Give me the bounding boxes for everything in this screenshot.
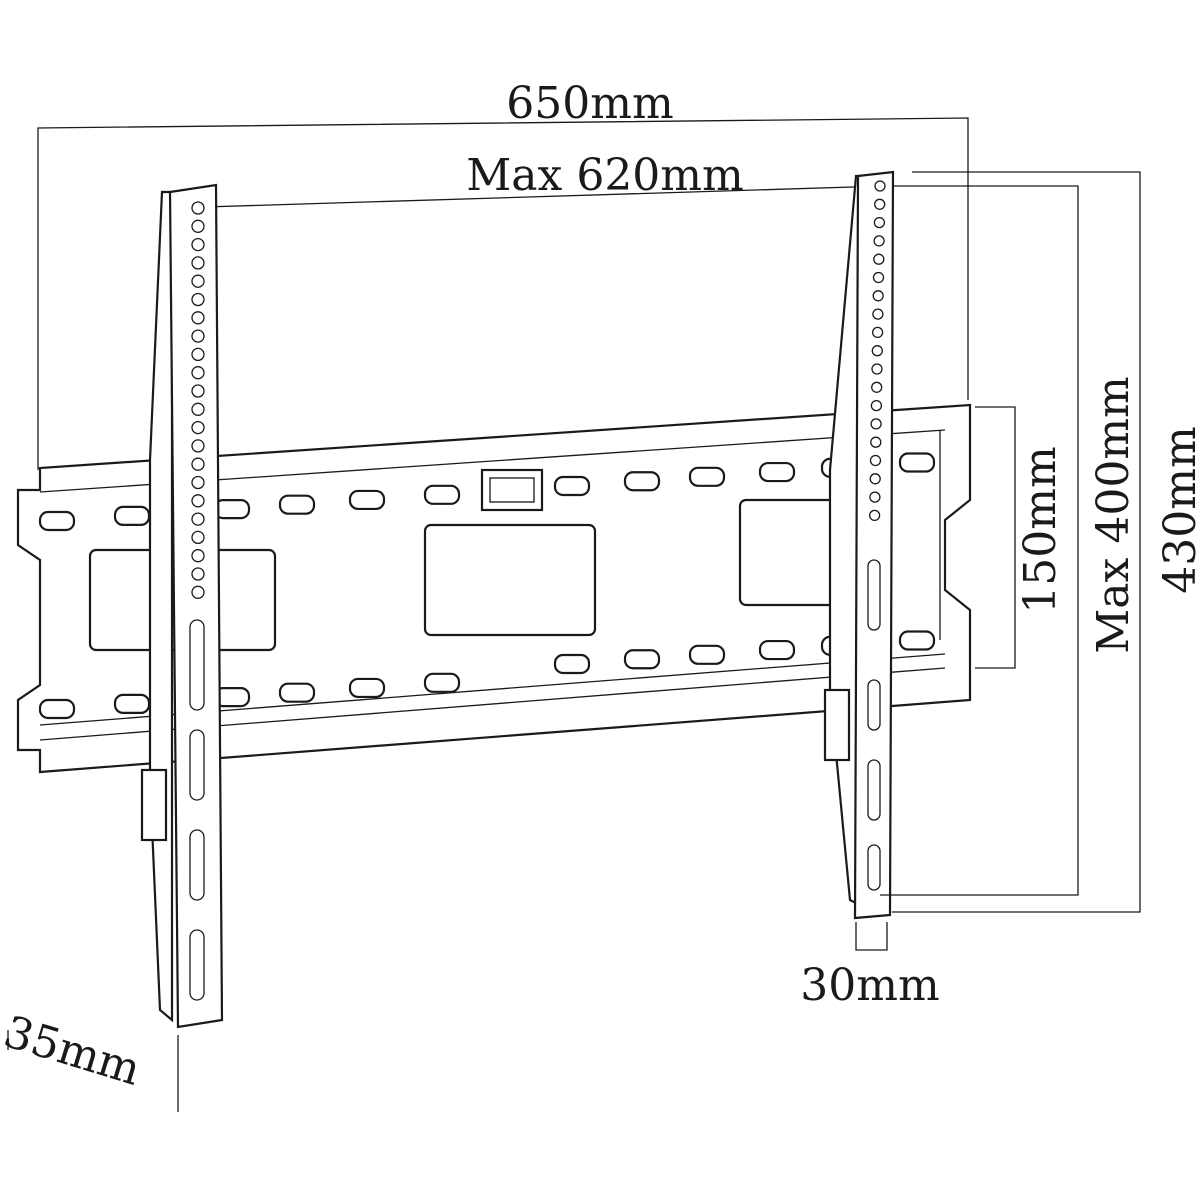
mount-slot [278,494,316,515]
max-hole-width-label: Max 620mm [466,150,744,201]
mount-slot [898,452,936,473]
mount-slot [898,630,936,651]
arm-hole [872,271,885,284]
arm-hole [191,420,205,435]
mount-slot [758,639,796,661]
arm-hole [191,274,205,288]
plate-height-dimension: 150mm [975,406,1066,669]
arm-hole [191,439,205,453]
arm-hole [191,201,205,215]
arm-slot [867,559,881,631]
arm-width-label: 30mm [800,960,939,1011]
arm-hole [191,219,205,233]
arm-slot [867,679,881,731]
mount-slot [758,461,796,483]
arm-hole [870,436,882,448]
arm-hole [191,366,205,380]
max-hole-width-dimension: Max 620mm [204,150,886,208]
arm-hole [873,235,885,247]
overall-height-label: 430mm [1155,426,1200,593]
arm-hole [191,530,205,545]
mount-slot [213,499,251,520]
arm-slot [189,729,205,801]
overall-height-dimension: 430mm [892,171,1200,913]
left-safety-latch [140,768,168,842]
mount-slot [623,471,661,492]
arm-hole [191,237,205,252]
plate-height-label: 150mm [1015,446,1066,613]
arm-hole [873,253,885,265]
mount-slot [278,682,316,703]
arm-hole [191,567,205,581]
overall-width-label: 650mm [506,78,673,129]
max-hole-height-label: Max 400mm [1088,376,1139,654]
wall-distance-dimension: 35mm [0,1006,179,1112]
mount-slot [423,484,461,505]
mount-slot [553,475,591,497]
mount-slot [623,649,661,670]
arm-hole [871,363,883,375]
arm-hole [870,418,882,430]
arm-slot [189,619,205,711]
arm-hole [191,475,205,490]
arm-hole [191,384,205,398]
arm-hole [874,180,886,192]
arm-hole [873,216,886,229]
arm-hole [872,308,884,320]
arm-hole [871,381,883,393]
right-safety-latch [823,688,851,762]
mount-slot [113,693,151,715]
arm-width-dimension: 30mm [800,922,940,1011]
arm-hole [191,329,205,343]
arm-hole [191,347,205,362]
mount-slot [553,653,591,675]
right-arm [823,170,895,920]
arm-hole [871,345,883,357]
max-hole-height-dimension: Max 400mm [880,185,1139,896]
mount-slot [688,644,726,665]
arm-hole [191,311,205,325]
arm-hole [191,585,205,599]
arm-hole [191,457,205,471]
arm-hole [869,491,881,503]
mount-slot [688,466,726,487]
arm-hole [871,326,884,339]
arm-hole [191,402,205,416]
arm-hole [191,512,205,526]
arm-slot [189,929,205,1001]
mount-slot [423,672,461,693]
mount-slot [113,505,151,526]
left-arm [140,183,224,1029]
mount-slot [38,698,76,720]
cutout-center [423,523,597,637]
mount-slot [348,489,386,511]
arm-hole [191,549,205,563]
arm-hole [191,256,205,270]
arm-hole [191,292,205,307]
arm-hole [869,473,881,485]
wall-plate [16,403,972,774]
arm-slot [189,829,205,901]
arm-hole [872,290,884,302]
arm-slot [867,844,881,891]
wall-distance-label: 35mm [0,1006,146,1096]
arm-hole [191,494,205,508]
arm-hole [868,509,881,522]
arm-hole [870,399,883,412]
arm-slot [867,759,881,821]
arm-hole [874,198,886,210]
cutout-right [738,498,842,607]
level-lock [480,468,544,512]
mount-slot [348,677,386,699]
arm-hole [869,454,882,467]
mount-slot [38,510,76,532]
overall-width-dimension: 650mm [37,78,969,470]
